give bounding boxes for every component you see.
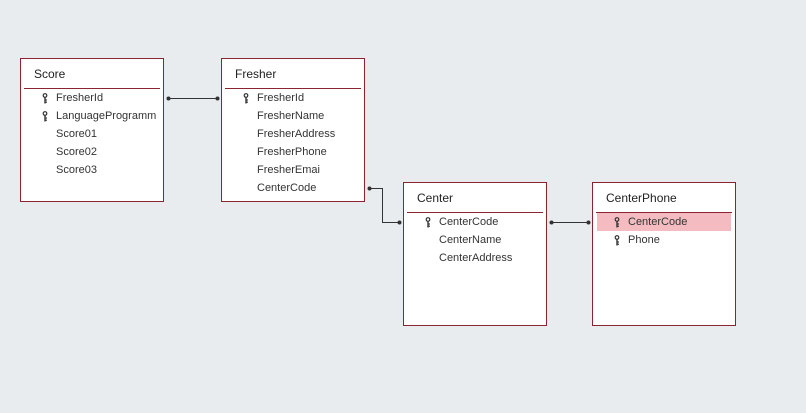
field-row[interactable]: LanguageProgramm [25,107,159,125]
field-name: FresherName [257,110,325,122]
field-name: CenterName [439,234,502,246]
field-row[interactable]: FresherAddress [226,125,360,143]
field-row[interactable]: CenterName [408,231,542,249]
field-row[interactable]: FresherEmai [226,161,360,179]
primary-key-icon [424,216,432,228]
field-name: Phone [628,234,660,246]
field-row[interactable]: CenterCode [226,179,360,197]
field-name: Score03 [56,164,97,176]
field-row[interactable]: CenterAddress [408,249,542,267]
field-row[interactable]: Score02 [25,143,159,161]
field-row[interactable]: Score01 [25,125,159,143]
field-name: FresherPhone [257,146,327,158]
field-row[interactable]: FresherId [25,89,159,107]
field-name: CenterCode [628,216,688,228]
title-divider [596,212,732,213]
field-row[interactable]: Score03 [25,161,159,179]
title-divider [24,88,160,89]
field-name: CenterAddress [439,252,513,264]
field-name: FresherEmai [257,164,320,176]
field-name: FresherId [257,92,305,104]
table-title: Center [417,191,454,205]
field-row[interactable]: FresherId [226,89,360,107]
table-title: CenterPhone [606,191,677,205]
relationship-center-centerphone[interactable] [549,220,591,225]
field-name: FresherId [56,92,104,104]
primary-key-icon [41,92,49,104]
title-divider [225,88,361,89]
field-row[interactable]: CenterCode [408,213,542,231]
field-name: FresherAddress [257,128,336,140]
field-name: CenterCode [257,182,317,194]
relationship-fresher-center[interactable] [367,186,402,225]
field-name: CenterCode [439,216,499,228]
primary-key-icon [613,216,621,228]
primary-key-icon [242,92,250,104]
field-name: Score01 [56,128,97,140]
relationship-score-fresher[interactable] [166,96,220,101]
field-row[interactable]: FresherPhone [226,143,360,161]
field-row[interactable]: FresherName [226,107,360,125]
primary-key-icon [613,234,621,246]
field-row[interactable]: CenterCode [597,213,731,231]
field-row[interactable]: Phone [597,231,731,249]
field-name: Score02 [56,146,97,158]
table-title: Score [34,67,66,81]
field-name: LanguageProgramm [56,110,157,122]
title-divider [407,212,543,213]
table-title: Fresher [235,67,277,81]
primary-key-icon [41,110,49,122]
